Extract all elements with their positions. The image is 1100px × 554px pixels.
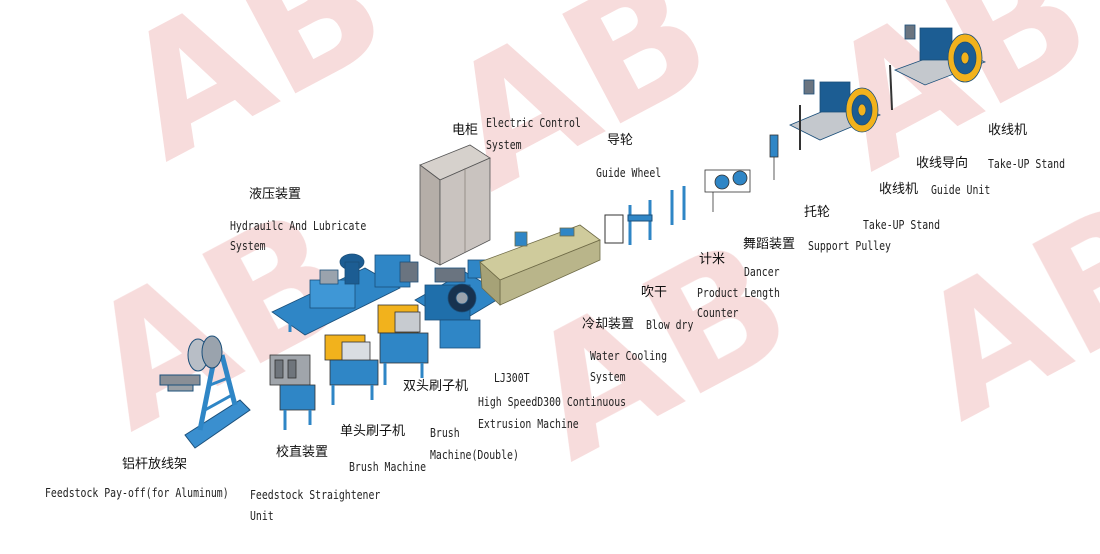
blowdry-label-en: Blow dry xyxy=(646,318,694,332)
watermark-logo: AB xyxy=(92,0,416,199)
hydraulic-system-machine xyxy=(271,253,419,336)
cooling-label-en-2: System xyxy=(590,370,626,384)
dancer-label-cn: 舞蹈装置 xyxy=(743,237,796,252)
counter-label-en-1: Product Length xyxy=(697,286,780,300)
takeup-stand-2 xyxy=(889,24,987,111)
brush-machine-single xyxy=(324,334,379,405)
blowdry-label-cn: 吹干 xyxy=(641,285,668,300)
straightener-label-en-1: Feedstock Straightener xyxy=(250,488,381,502)
cooling-label-cn: 冷却装置 xyxy=(582,317,635,332)
hydraulic-label-cn: 液压装置 xyxy=(249,187,302,202)
counter-dancer-units xyxy=(704,134,779,212)
brush-double-label-en-2: Machine(Double) xyxy=(430,448,519,462)
watermark-logo: AB xyxy=(887,161,1100,458)
brush-single-label-cn: 单头刷子机 xyxy=(340,424,406,439)
takeup2-label-en: Take-UP Stand xyxy=(988,157,1066,171)
brush-machine-double xyxy=(377,304,429,385)
watermark-text: AB xyxy=(887,161,1100,458)
brush-double-label-en-1: Brush xyxy=(430,426,460,440)
electric-cabinet xyxy=(419,144,491,266)
electric-label-cn: 电柜 xyxy=(452,123,479,138)
takeup-stand-1 xyxy=(789,79,881,150)
guide-wheel-label-cn: 导轮 xyxy=(607,133,634,148)
takeup2-label-cn: 收线机 xyxy=(988,123,1028,138)
watermark-text: AB xyxy=(92,0,416,199)
takeup1-label-cn: 收线机 xyxy=(879,182,919,197)
guide-wheel-stands xyxy=(604,186,686,245)
payoff-label-cn: 铝杆放线架 xyxy=(122,457,188,472)
extruder-model-label: LJ300T xyxy=(494,371,530,385)
guide-unit-label-en: Guide Unit xyxy=(931,183,991,197)
extruder-label-en-2: Extrusion Machine xyxy=(478,417,579,431)
guide-wheel-label-en: Guide Wheel xyxy=(596,166,662,180)
hydraulic-label-en-2: System xyxy=(230,239,266,253)
pulley-label-en: Support Pulley xyxy=(808,239,891,253)
pulley-label-cn: 托轮 xyxy=(804,205,831,220)
electric-label-en-1: Electric Control xyxy=(486,116,581,130)
payoff-label-en: Feedstock Pay-off(for Aluminum) xyxy=(45,486,229,500)
brush-double-label-cn: 双头刷子机 xyxy=(403,379,469,394)
payoff-stand-machine xyxy=(159,335,251,449)
straightener-label-cn: 校直装置 xyxy=(276,445,329,460)
dancer-label-en: Dancer xyxy=(744,265,780,279)
counter-label-en-2: Counter xyxy=(697,306,739,320)
straightener-label-en-2: Unit xyxy=(250,509,274,523)
takeup1-label-en: Take-UP Stand xyxy=(863,218,941,232)
guide-unit-label-cn: 收线导向 xyxy=(916,156,969,171)
hydraulic-label-en-1: Hydrauilc And Lubricate xyxy=(230,219,367,233)
counter-label-cn: 计米 xyxy=(699,252,726,267)
straightener-machine xyxy=(269,354,316,430)
cooling-label-en-1: Water Cooling xyxy=(590,349,668,363)
cooling-tank xyxy=(479,224,601,306)
electric-label-en-2: System xyxy=(486,138,522,152)
extruder-label-en-1: High SpeedD300 Continuous xyxy=(478,395,627,409)
brush-single-label-en: Brush Machine xyxy=(349,460,427,474)
